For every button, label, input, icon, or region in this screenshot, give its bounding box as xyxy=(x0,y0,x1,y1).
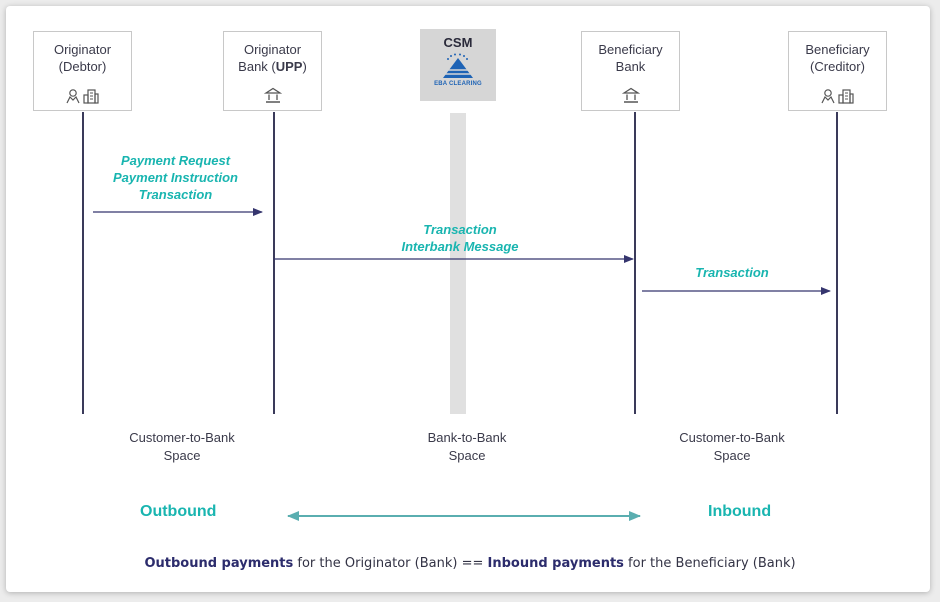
eba-clearing-label: EBA CLEARING xyxy=(434,81,482,87)
space-label-right: Customer-to-Bank Space xyxy=(652,429,812,465)
person-icon xyxy=(66,88,80,103)
lifeline-originator-bank xyxy=(273,112,275,414)
space-label-line: Space xyxy=(713,448,751,463)
space-label-line: Bank-to-Bank xyxy=(427,430,507,445)
outbound-label: Outbound xyxy=(140,503,217,520)
building-icon xyxy=(838,88,854,104)
eba-clearing-logo-icon xyxy=(443,53,473,78)
space-label-left: Customer-to-Bank Space xyxy=(102,429,262,465)
lifeline-beneficiary-creditor xyxy=(836,112,838,414)
participant-originator-bank: Originator Bank (UPP) xyxy=(223,31,322,111)
space-label-line: Customer-to-Bank xyxy=(129,430,235,445)
bank-icon xyxy=(621,87,640,103)
participant-beneficiary-bank: Beneficiary Bank xyxy=(581,31,680,111)
message-line: Transaction xyxy=(423,222,497,237)
participant-subtitle: (Creditor) xyxy=(810,59,865,74)
csm-box: CSM EBA CLEARING xyxy=(420,29,496,101)
bank-icon xyxy=(263,87,282,103)
participant-beneficiary-creditor: Beneficiary (Creditor) xyxy=(788,31,887,111)
footer-text: for the Beneficiary (Bank) xyxy=(623,556,796,571)
lifeline-originator-debtor xyxy=(82,112,84,414)
lifeline-beneficiary-bank xyxy=(634,112,636,414)
upp-label: UPP xyxy=(275,59,303,74)
space-label-line: Space xyxy=(163,448,201,463)
footer-statement: Outbound payments for the Originator (Ba… xyxy=(0,556,940,571)
message-debtor-to-bank: Payment Request Payment Instruction Tran… xyxy=(98,152,253,203)
footer-inbound-payments: Inbound payments xyxy=(487,556,624,571)
message-line: Interbank Message xyxy=(401,239,519,254)
message-line: Transaction xyxy=(695,265,769,280)
inbound-label: Inbound xyxy=(708,503,772,520)
participant-title: Beneficiary xyxy=(805,42,870,57)
message-line: Payment Request xyxy=(120,153,231,168)
participant-title: Beneficiary xyxy=(598,42,663,57)
participant-subtitle: (Debtor) xyxy=(58,59,107,74)
space-label-line: Customer-to-Bank xyxy=(679,430,785,445)
space-label-line: Space xyxy=(448,448,486,463)
participant-subtitle: Bank xyxy=(615,59,646,74)
participant-title: Originator xyxy=(53,42,112,57)
message-bank-to-creditor: Transaction xyxy=(672,264,792,281)
building-icon xyxy=(83,88,99,104)
message-line: Transaction xyxy=(138,187,213,202)
participant-title: Originator xyxy=(243,42,302,57)
participant-subtitle: Bank (UPP) xyxy=(238,59,307,74)
message-bank-to-bank: Transaction Interbank Message xyxy=(380,221,540,255)
csm-title: CSM xyxy=(443,35,473,50)
footer-outbound-payments: Outbound payments xyxy=(144,556,294,571)
person-icon xyxy=(821,88,835,103)
diagram-card xyxy=(6,6,930,592)
footer-text: for the Originator (Bank) == xyxy=(293,556,488,571)
space-label-middle: Bank-to-Bank Space xyxy=(387,429,547,465)
message-line: Payment Instruction xyxy=(113,170,238,185)
participant-originator-debtor: Originator (Debtor) xyxy=(33,31,132,111)
csm-lifeline xyxy=(450,113,466,414)
